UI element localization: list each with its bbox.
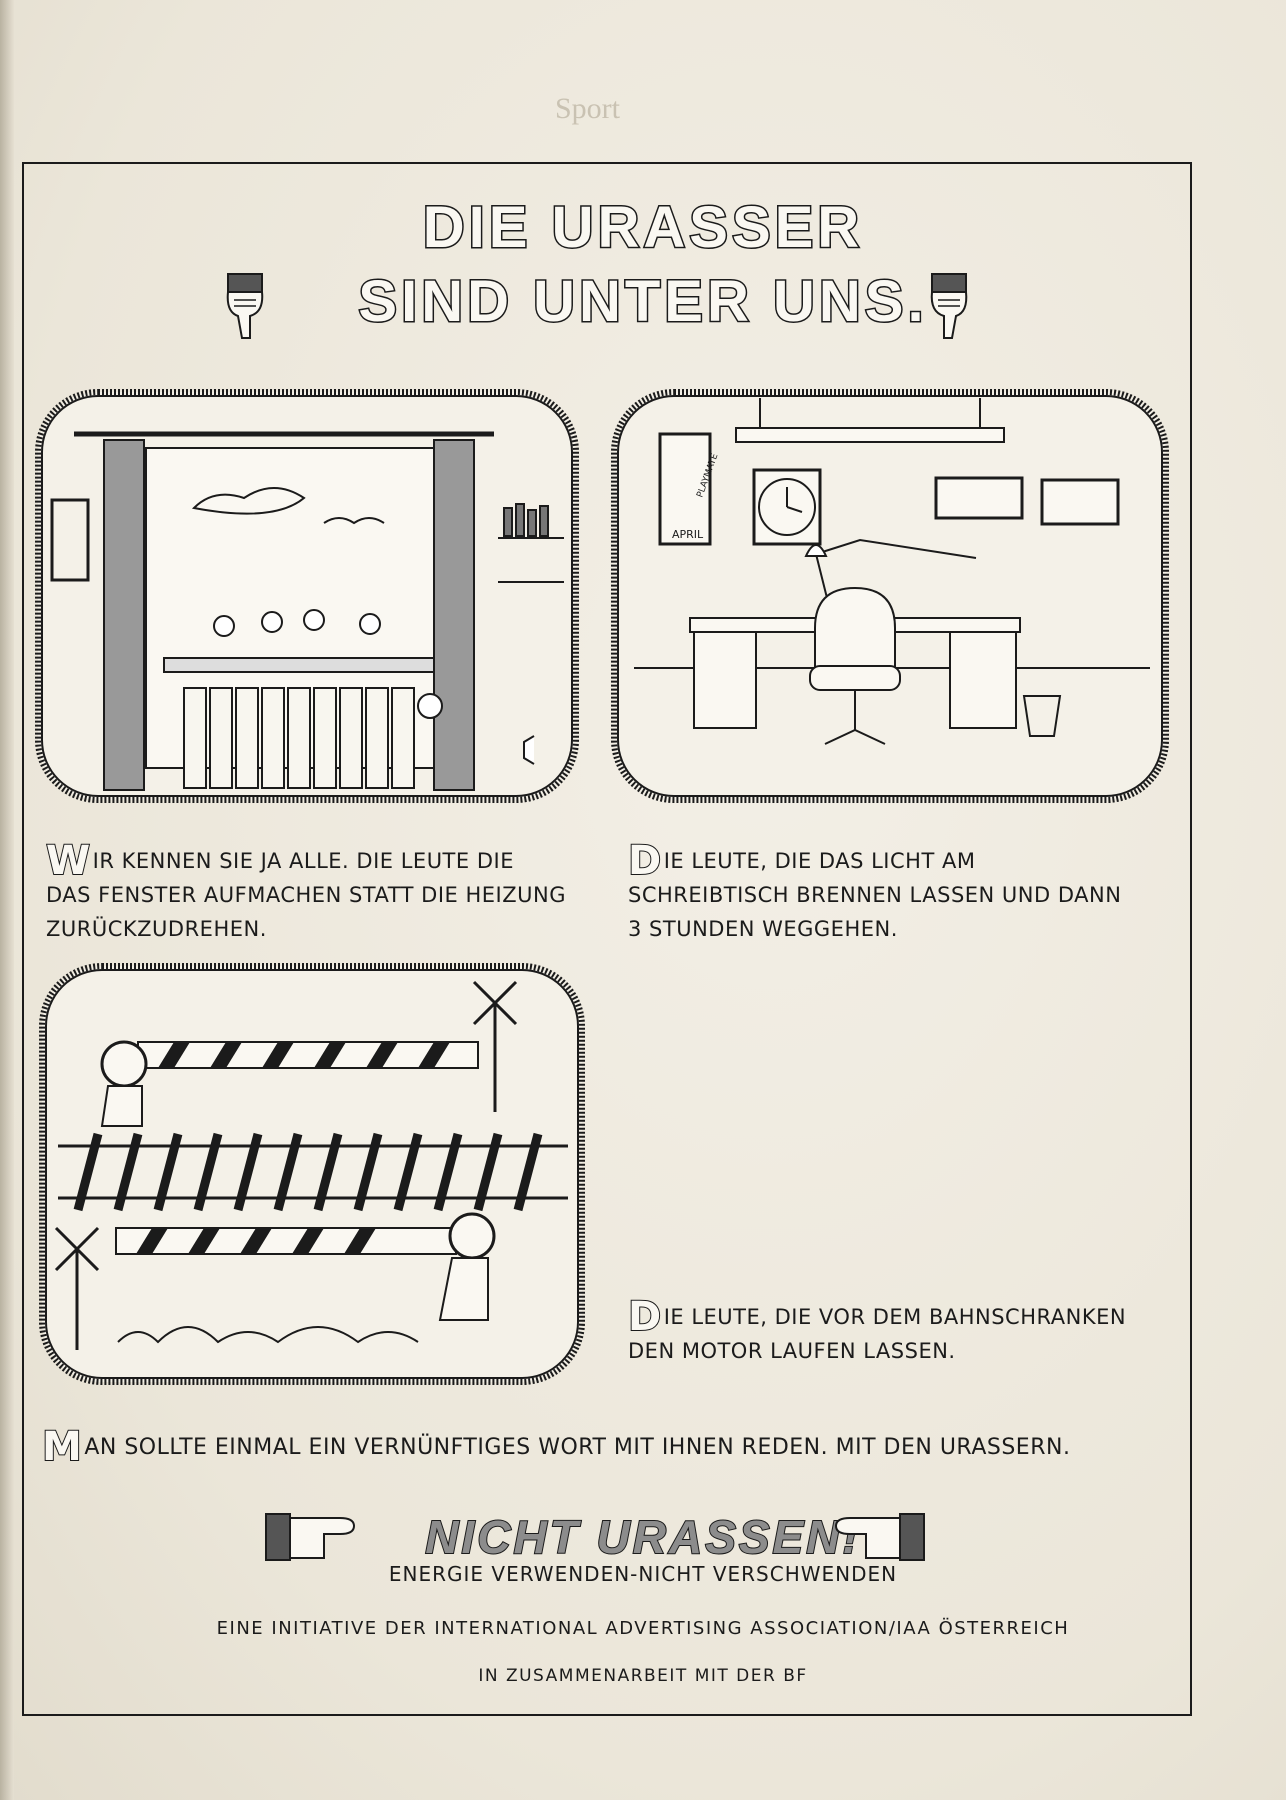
poster-month: APRIL xyxy=(672,528,704,541)
caption-window-initial: W xyxy=(45,838,91,884)
caption-window: WIR KENNEN SIE JA ALLE. DIE LEUTE DIE DA… xyxy=(45,838,566,946)
caption-office-text: IE LEUTE, DIE DAS LICHT AM SCHREIBTISCH … xyxy=(628,849,1122,941)
background-section-header: Sport xyxy=(555,92,621,125)
headline-line-1: DIE URASSER xyxy=(421,194,864,262)
footer-initiative: EINE INITIATIVE DER INTERNATIONAL ADVERT… xyxy=(216,1618,1070,1639)
slogan-main: NICHT URASSEN! xyxy=(424,1510,861,1564)
closing-initial: M xyxy=(41,1424,83,1470)
pointing-hand-left-icon xyxy=(834,1513,925,1561)
advertisement-frame xyxy=(22,162,1192,1716)
pointing-hand-down-right-icon xyxy=(930,273,968,339)
caption-office: DIE LEUTE, DIE DAS LICHT AM SCHREIBTISCH… xyxy=(627,838,1138,946)
closing-text: AN SOLLTE EINMAL EIN VERNÜNFTIGES WORT M… xyxy=(84,1435,1071,1460)
caption-railroad: DIE LEUTE, DIE VOR DEM BAHNSCHRANKEN DEN… xyxy=(627,1294,1148,1368)
footer-partnership: IN ZUSAMMENARBEIT MIT DER BF xyxy=(478,1666,808,1686)
caption-window-text: IR KENNEN SIE JA ALLE. DIE LEUTE DIE DAS… xyxy=(46,849,566,941)
panel-railroad-crossing-illustration xyxy=(39,963,585,1385)
caption-office-initial: D xyxy=(627,838,662,884)
panel-window-illustration xyxy=(35,389,579,803)
headline-line-2: SIND UNTER UNS. xyxy=(357,268,928,336)
panel-office-illustration: APRIL PLAYMATE xyxy=(611,389,1169,803)
closing-statement: MAN SOLLTE EINMAL EIN VERNÜNFTIGES WORT … xyxy=(41,1424,1182,1470)
slogan-subtitle: ENERGIE VERWENDEN-NICHT VERSCHWENDEN xyxy=(388,1562,898,1586)
caption-railroad-initial: D xyxy=(627,1294,662,1340)
page-spine xyxy=(0,0,14,1800)
caption-railroad-text: IE LEUTE, DIE VOR DEM BAHNSCHRANKEN DEN … xyxy=(628,1305,1127,1363)
pointing-hand-down-left-icon xyxy=(226,273,264,339)
pointing-hand-right-icon xyxy=(265,1513,356,1561)
